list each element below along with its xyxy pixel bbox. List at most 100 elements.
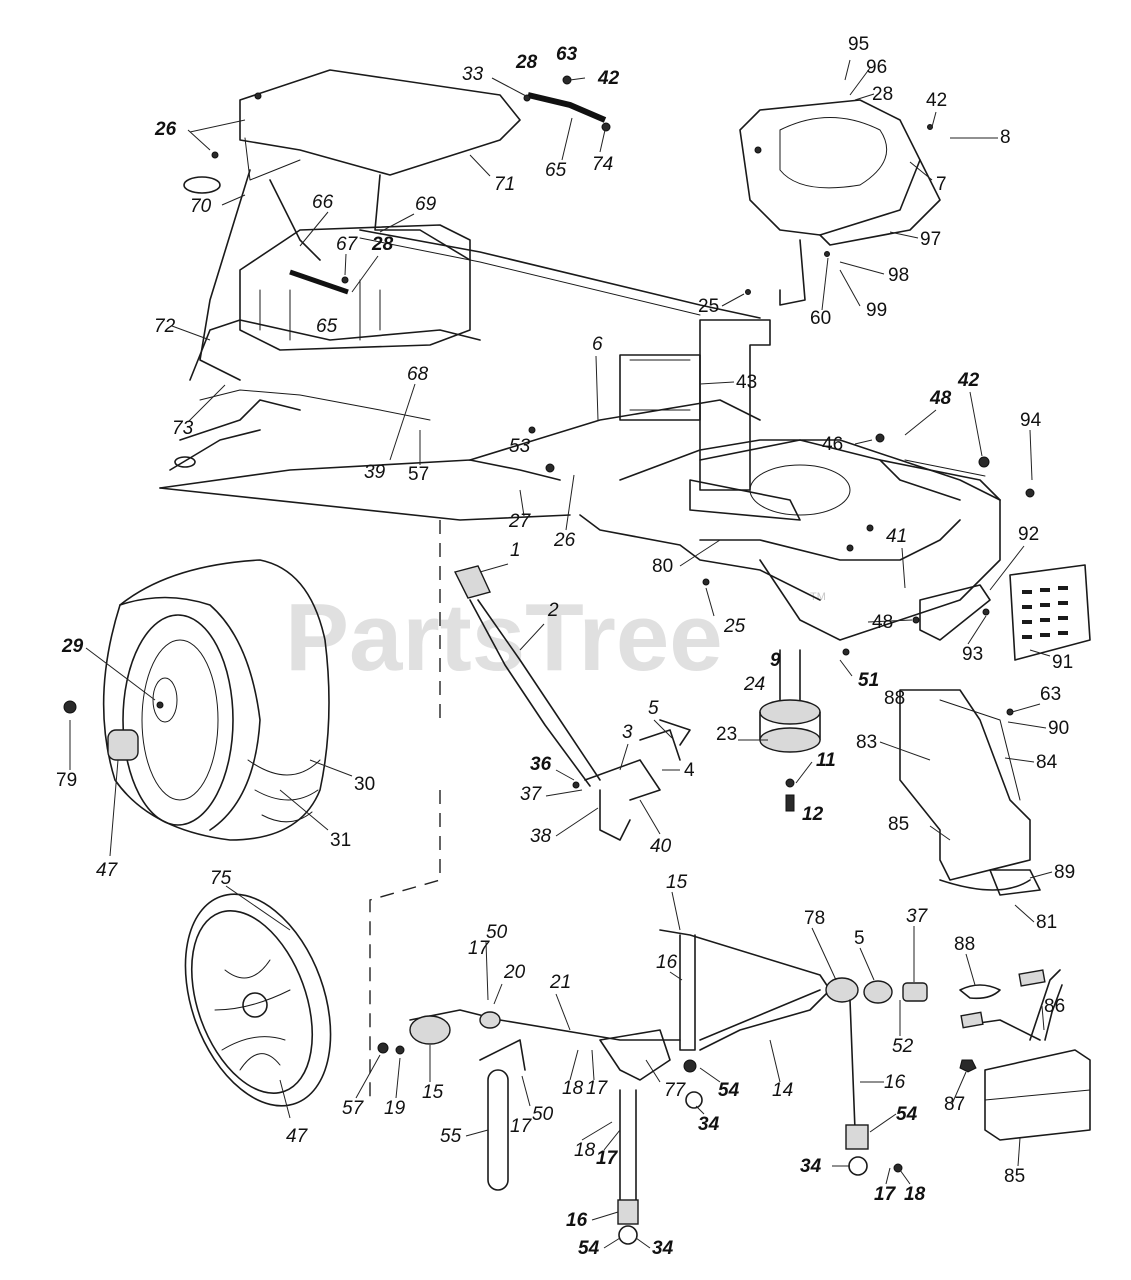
callout-65: 65 [545, 160, 567, 181]
callout-83: 83 [856, 732, 877, 753]
callout-47: 47 [96, 860, 119, 881]
callout-85: 85 [888, 814, 909, 835]
callout-2: 2 [547, 600, 559, 621]
callout-43: 43 [736, 372, 757, 393]
callout-11: 11 [816, 750, 836, 771]
callout-16: 16 [566, 1210, 588, 1231]
callout-16: 16 [656, 952, 678, 973]
callout-54: 54 [718, 1080, 740, 1101]
callout-37: 37 [520, 784, 543, 805]
callout-80: 80 [652, 556, 673, 577]
callout-27: 27 [508, 511, 532, 532]
callout-39: 39 [364, 462, 386, 483]
pulley-assembly [759, 649, 821, 812]
callout-25: 25 [698, 296, 719, 317]
rear-tire [63, 559, 330, 841]
callout-72: 72 [154, 316, 176, 337]
callout-40: 40 [650, 836, 672, 857]
callout-9: 9 [770, 650, 781, 671]
callout-71: 71 [494, 174, 515, 195]
callout-52: 52 [892, 1036, 914, 1057]
callout-96: 96 [866, 57, 887, 78]
callout-70: 70 [190, 196, 212, 217]
callout-88: 88 [884, 688, 905, 709]
callout-63: 63 [1040, 684, 1061, 705]
callout-98: 98 [888, 265, 909, 286]
callout-1: 1 [510, 540, 521, 561]
callout-91: 91 [1052, 652, 1073, 673]
callout-42: 42 [597, 68, 620, 89]
callout-51: 51 [858, 670, 879, 691]
callout-33: 33 [462, 64, 484, 85]
callout-17: 17 [596, 1148, 619, 1169]
callout-26: 26 [154, 119, 177, 140]
callout-74: 74 [592, 154, 613, 175]
callout-79: 79 [56, 770, 77, 791]
front-axle-linkage [377, 1009, 681, 1245]
callout-3: 3 [622, 722, 633, 743]
callout-57: 57 [408, 464, 429, 485]
callout-67: 67 [336, 234, 359, 255]
callout-78: 78 [804, 908, 825, 929]
callout-41: 41 [886, 526, 907, 547]
callout-4: 4 [684, 760, 695, 781]
tie-rod [359, 229, 761, 319]
callout-30: 30 [354, 774, 375, 795]
callout-29: 29 [61, 636, 84, 657]
callout-28: 28 [872, 84, 893, 105]
callout-47: 47 [286, 1126, 309, 1147]
callout-97: 97 [920, 229, 941, 250]
callout-8: 8 [1000, 127, 1011, 148]
callout-92: 92 [1018, 524, 1039, 545]
callout-28: 28 [371, 234, 394, 255]
callout-48: 48 [929, 388, 952, 409]
callout-7: 7 [936, 174, 947, 195]
wheel-cover [184, 893, 332, 1107]
callout-42: 42 [957, 370, 980, 391]
callout-42: 42 [926, 90, 947, 111]
callout-93: 93 [962, 644, 983, 665]
drag-link-lower [289, 269, 349, 295]
callout-18: 18 [562, 1078, 584, 1099]
callout-65: 65 [316, 316, 338, 337]
callout-14: 14 [772, 1080, 793, 1101]
callout-12: 12 [802, 804, 824, 825]
callout-77: 77 [664, 1080, 687, 1101]
callout-34: 34 [800, 1156, 822, 1177]
callout-81: 81 [1036, 912, 1057, 933]
callout-60: 60 [810, 308, 831, 329]
watermark-tm: TM [810, 591, 826, 603]
callout-53: 53 [509, 436, 531, 457]
callout-38: 38 [530, 826, 552, 847]
callout-73: 73 [172, 418, 194, 439]
callout-86: 86 [1044, 996, 1065, 1017]
callout-36: 36 [530, 754, 552, 775]
axle-centerline [369, 520, 441, 1100]
dash-tank [739, 99, 941, 306]
muffler-upper [899, 689, 1041, 896]
callout-95: 95 [848, 34, 869, 55]
callout-25: 25 [723, 616, 746, 637]
callout-24: 24 [743, 674, 765, 695]
callout-48: 48 [872, 612, 893, 633]
callout-17: 17 [468, 938, 491, 959]
callout-50: 50 [532, 1104, 554, 1125]
callout-26: 26 [553, 530, 576, 551]
callout-21: 21 [549, 972, 571, 993]
callout-94: 94 [1020, 410, 1042, 431]
callout-87: 87 [944, 1094, 965, 1115]
callout-57: 57 [342, 1098, 365, 1119]
callout-23: 23 [716, 724, 737, 745]
hardware-dots [211, 92, 1035, 656]
pedal-assembly [453, 565, 691, 841]
callout-34: 34 [698, 1114, 720, 1135]
bracket-92 [919, 584, 991, 641]
callout-90: 90 [1048, 718, 1069, 739]
muffler-lower [959, 969, 1091, 1141]
callout-20: 20 [503, 962, 526, 983]
column-bracket [619, 319, 801, 521]
callout-17: 17 [586, 1078, 609, 1099]
drag-link-upper [523, 75, 607, 123]
callout-68: 68 [407, 364, 429, 385]
callout-18: 18 [574, 1140, 596, 1161]
